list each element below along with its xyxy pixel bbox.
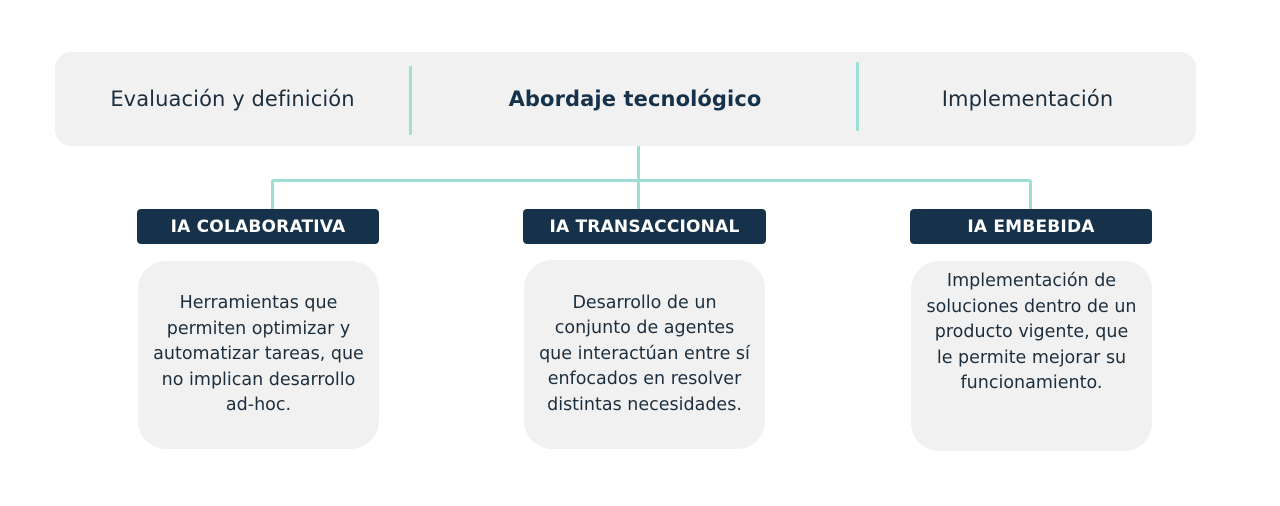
phase-label: Abordaje tecnológico: [508, 87, 762, 111]
phase-divider: [409, 66, 412, 135]
branch-card-transaccional: Desarrollo de un conjunto de agentes que…: [524, 260, 765, 449]
branch-description: Desarrollo de un conjunto de agentes que…: [539, 292, 750, 415]
branch-title: IA COLABORATIVA: [170, 216, 346, 237]
branch-label-embebida: IA EMBEBIDA: [910, 209, 1152, 244]
branch-label-colaborativa: IA COLABORATIVA: [137, 209, 379, 244]
branch-card-embebida: Implementación de soluciones dentro de u…: [911, 261, 1152, 451]
phase-label: Evaluación y definición: [110, 87, 355, 111]
connector-horizontal: [271, 179, 1032, 182]
phase-abordaje-tecnologico: Abordaje tecnológico: [412, 52, 858, 146]
connector-left-drop: [271, 179, 274, 209]
connector-right-drop: [1029, 179, 1032, 209]
branch-description: Implementación de soluciones dentro de u…: [926, 271, 1137, 393]
phase-bar: Evaluación y definición Abordaje tecnoló…: [55, 52, 1196, 146]
phase-label: Implementación: [941, 87, 1114, 111]
branch-title: IA EMBEBIDA: [967, 216, 1095, 237]
phase-implementacion: Implementación: [859, 52, 1196, 146]
branch-title: IA TRANSACCIONAL: [549, 216, 740, 237]
branch-label-transaccional: IA TRANSACCIONAL: [523, 209, 766, 244]
branch-description: Herramientas que permiten optimizar y au…: [153, 293, 364, 416]
phase-divider: [856, 62, 859, 131]
phase-evaluacion: Evaluación y definición: [55, 52, 410, 146]
branch-card-colaborativa: Herramientas que permiten optimizar y au…: [138, 261, 379, 449]
connector-stem: [637, 146, 640, 209]
